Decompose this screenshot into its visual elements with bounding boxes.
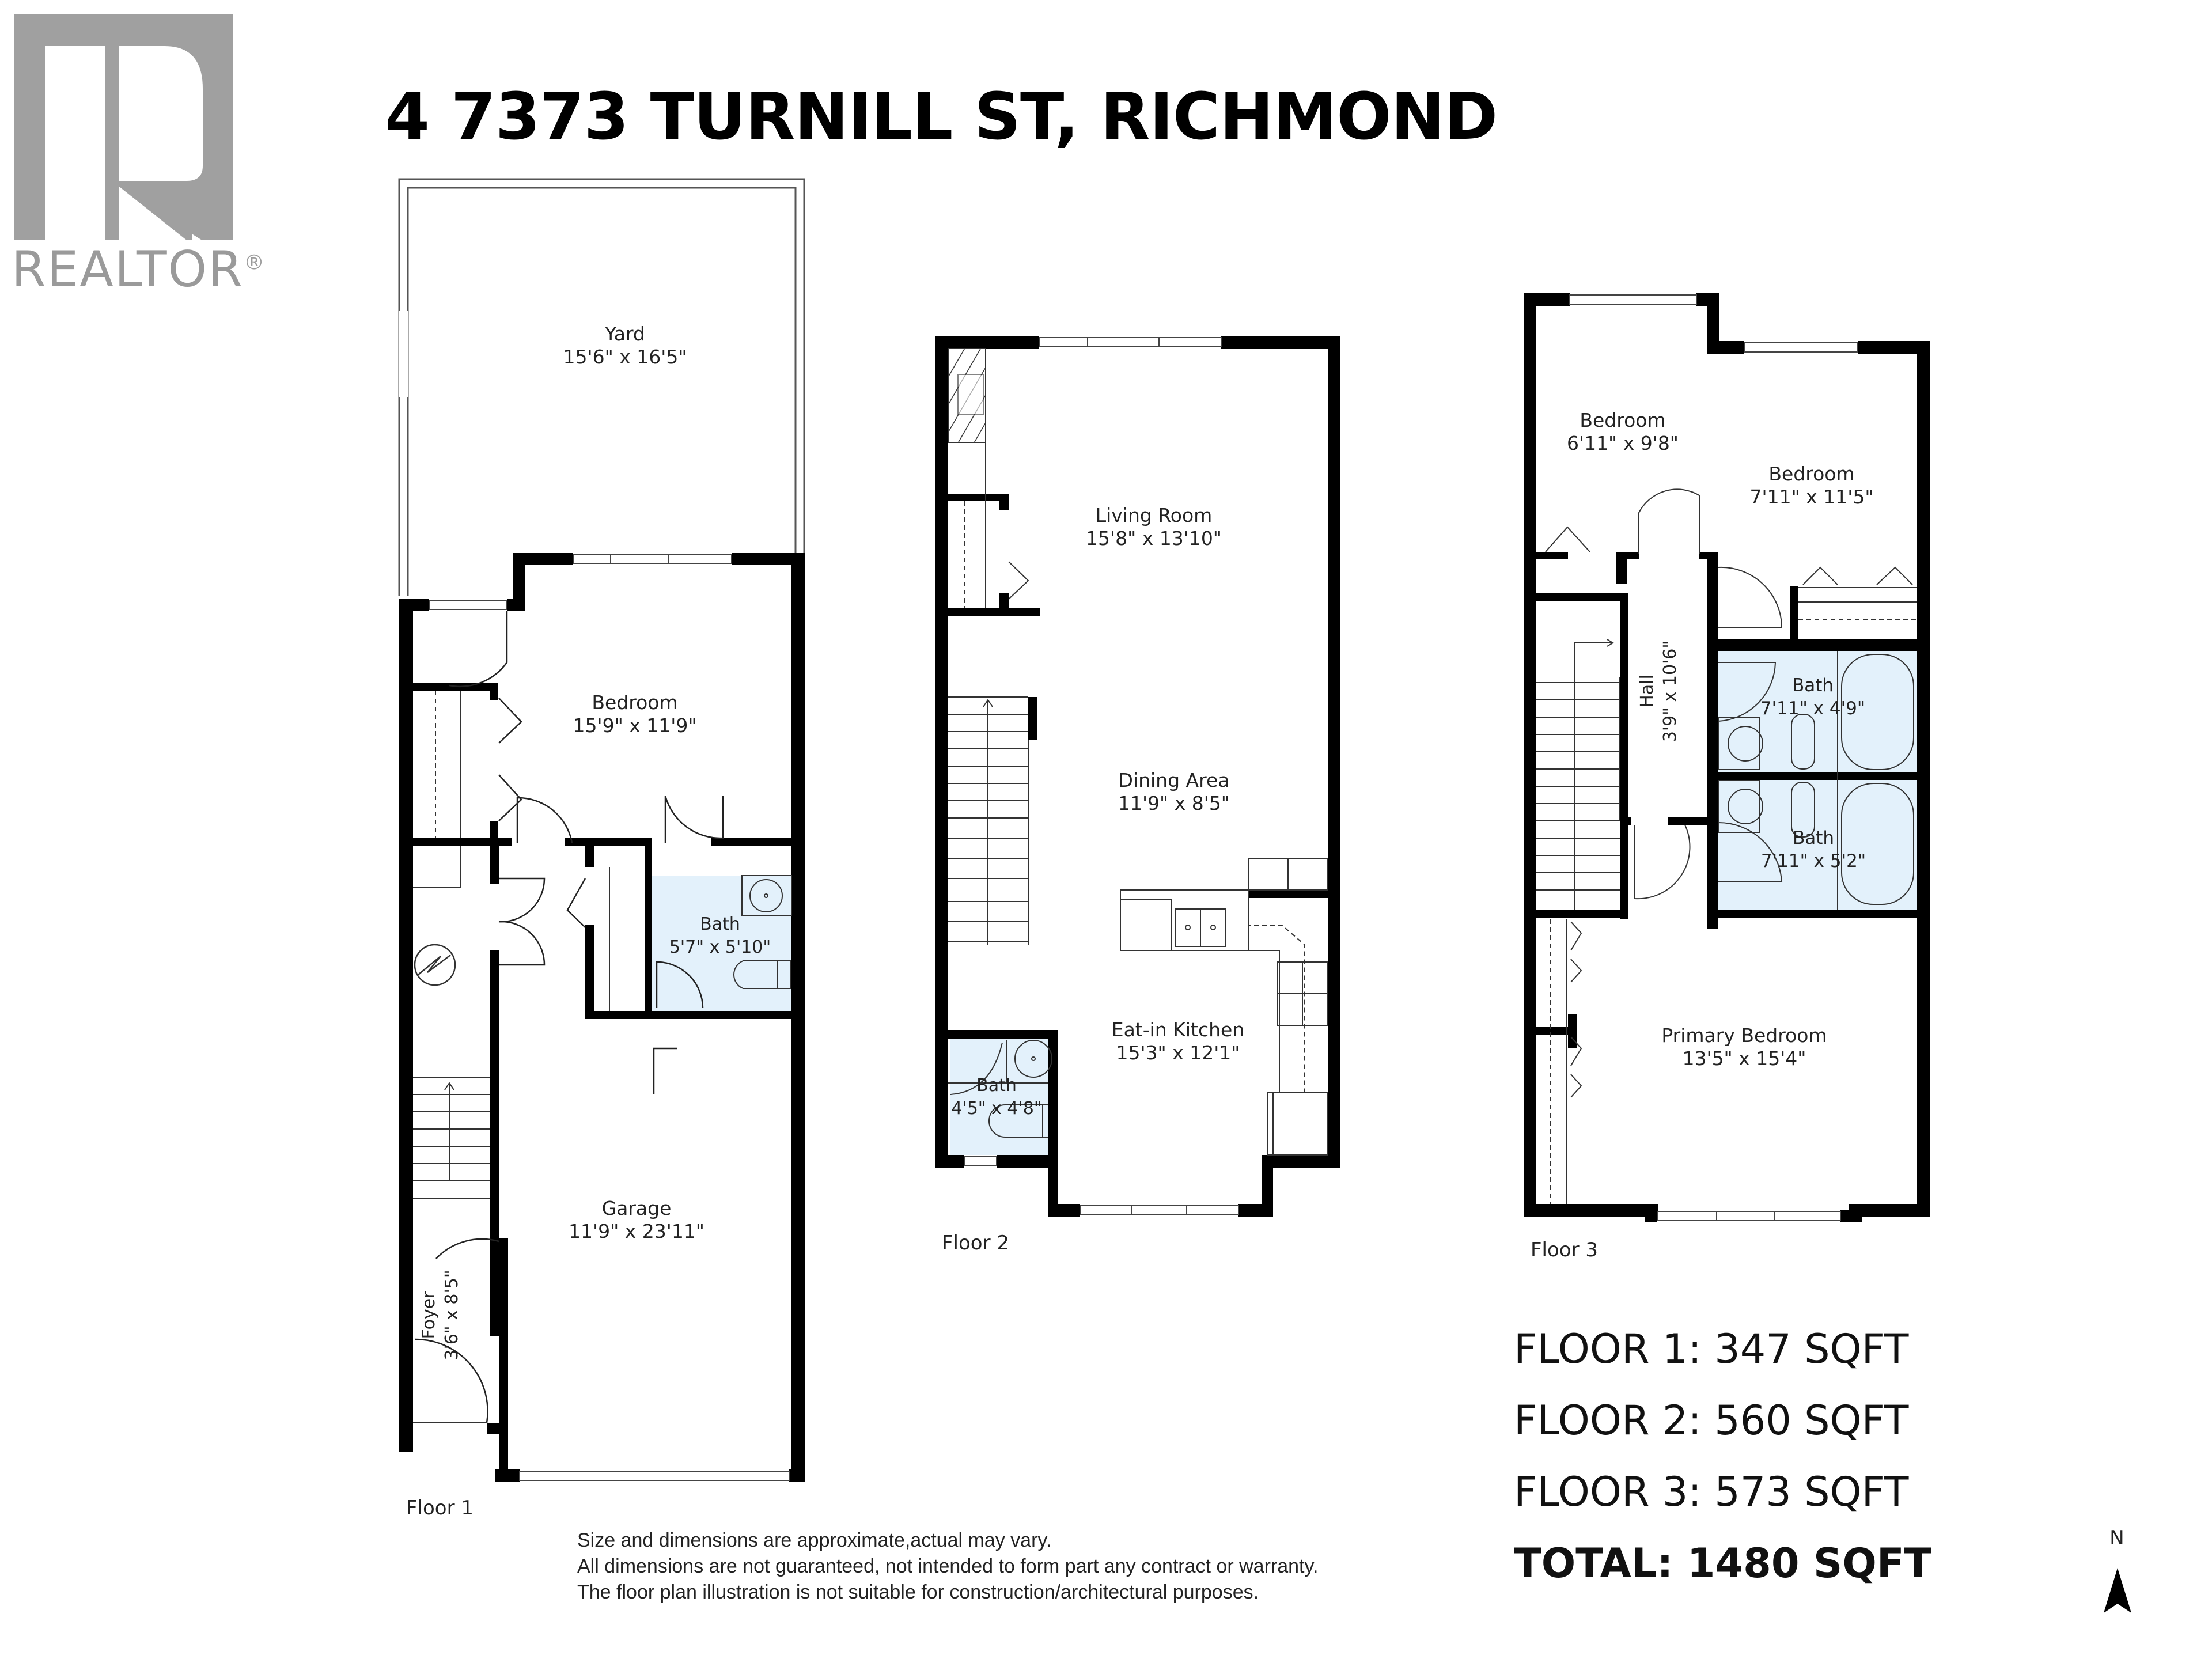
realtor-wordmark: REALTOR® [12,241,266,298]
room-label-bath-floor1: Bath 5'7" x 5'10" [669,913,771,959]
floor3-bath-fixtures [1718,651,1914,910]
area-floor-3: FLOOR 3: 573 SQFT [1514,1468,1909,1516]
floor2-windows [964,337,1239,1215]
sink-icon [749,879,783,912]
toilet-icon [1791,782,1815,838]
room-dims: 6'11" x 9'8" [1567,432,1679,454]
room-label-living-room: Living Room 15'8" x 13'10" [1086,504,1222,550]
room-label-foyer: Foyer 3'6" x 8'5" [418,1270,464,1360]
room-label-eat-in-kitchen: Eat-in Kitchen 15'3" x 12'1" [1112,1018,1245,1065]
compass-north-label: N [2109,1527,2124,1550]
floor2-stairs-icon [948,349,1029,945]
room-name: Primary Bedroom [1661,1024,1827,1047]
room-dims: 4'5" x 4'8" [951,1099,1042,1119]
room-dims: 11'9" x 23'11" [569,1220,704,1243]
floor3-bath-fill [1718,651,1917,915]
room-dims: 7'11" x 4'9" [1760,698,1866,719]
floor2-bath-fixtures [948,1040,1052,1138]
north-arrow-icon [2104,1568,2131,1613]
floor1-windows [429,554,790,1481]
bathtub-icon [1841,654,1914,770]
floor-3-label: Floor 3 [1531,1238,1599,1262]
floor1-stairs-icon [413,691,610,1423]
floor-1-label: Floor 1 [406,1497,474,1520]
toilet-icon [733,960,791,989]
room-label-bath-floor2: Bath 4'5" x 4'8" [951,1074,1041,1120]
room-dims: 13'5" x 15'4" [1682,1047,1806,1070]
realtor-wordmark-text: REALTOR [12,241,244,298]
floor1-bath-fixtures [733,875,792,989]
room-label-yard: Yard 15'6" x 16'5" [563,323,687,369]
room-name: Bedroom [592,691,678,714]
floor1-doors [414,611,724,1423]
sink-icon [1728,726,1763,762]
compass: N [2088,1527,2146,1550]
floor-1-plan [398,178,805,1482]
disclaimer-line: Size and dimensions are approximate,actu… [577,1529,1052,1551]
floor-3-plan [1524,293,1930,1222]
yard-fence [398,178,805,596]
area-floor-2: FLOOR 2: 560 SQFT [1514,1397,1909,1444]
room-label-bath-upper: Bath 7'11" x 4'9" [1760,674,1865,720]
room-label-dining-area: Dining Area 11'9" x 8'5" [1118,769,1230,815]
floor3-stairs-icon [1536,639,1620,910]
room-dims: 3'6" x 8'5" [442,1270,462,1361]
room-label-bedroom-small: Bedroom 6'11" x 9'8" [1567,409,1679,455]
electrical-panel-icon [414,944,456,986]
room-dims: 15'8" x 13'10" [1086,527,1222,550]
floor2-bath-fill [950,1037,1048,1155]
room-dims: 5'7" x 5'10" [669,937,771,957]
room-name: Bedroom [1580,409,1666,431]
sink-icon [1728,789,1763,824]
floor-1-walls [399,553,805,1482]
floor-2-walls [935,336,1340,1217]
room-name: Foyer [419,1291,439,1339]
room-dims: 3'9" x 10'6" [1660,640,1680,743]
floor-3-walls [1524,293,1930,1222]
floor3-doors [1545,488,1917,1204]
realtor-r-logo-icon [14,14,233,240]
disclaimer: Size and dimensions are approximate,actu… [577,1528,1318,1605]
room-label-primary-bedroom: Primary Bedroom 13'5" x 15'4" [1661,1024,1827,1070]
area-total: TOTAL: 1480 SQFT [1514,1540,1932,1587]
room-dims: 15'9" x 11'9" [573,714,697,737]
room-name: Eat-in Kitchen [1111,1018,1245,1041]
room-name: Bath [700,914,740,934]
area-summary: FLOOR 1: 347 SQFT FLOOR 2: 560 SQFT FLOO… [1514,1313,1931,1599]
page-title: 4 7373 TURNILL ST, RICHMOND [385,79,1498,154]
realtor-r-glyph [14,14,233,240]
area-floor-1: FLOOR 1: 347 SQFT [1514,1325,1909,1373]
room-name: Bath [1791,675,1834,696]
room-label-bedroom-floor1: Bedroom 15'9" x 11'9" [573,691,697,737]
floor-2-plan [935,336,1340,1217]
room-name: Living Room [1095,504,1213,527]
room-label-bedroom-medium: Bedroom 7'11" x 11'5" [1750,463,1874,509]
floor3-windows [1569,294,1858,1221]
room-dims: 11'9" x 8'5" [1118,792,1230,815]
disclaimer-line: The floor plan illustration is not suita… [577,1581,1259,1603]
registered-mark: ® [243,251,266,275]
room-name: Garage [601,1197,672,1219]
room-dims: 15'6" x 16'5" [563,346,687,368]
room-name: Yard [605,323,645,345]
room-name: Bath [1792,828,1835,849]
room-name: Hall [1637,675,1657,708]
room-dims: 7'11" x 5'2" [1760,851,1866,872]
toilet-icon [1791,714,1815,770]
room-label-garage: Garage 11'9" x 23'11" [569,1197,704,1243]
room-dims: 7'11" x 11'5" [1749,486,1874,508]
room-label-bath-lower: Bath 7'11" x 5'2" [1761,827,1866,873]
sink-icon [1014,1040,1052,1078]
disclaimer-line: All dimensions are not guaranteed, not i… [577,1555,1319,1577]
room-dims: 15'3" x 12'1" [1116,1041,1240,1064]
room-name: Dining Area [1118,769,1230,791]
bathtub-icon [1841,783,1914,905]
room-name: Bedroom [1768,463,1855,485]
floor-2-label: Floor 2 [942,1232,1010,1255]
kitchen-counters [1120,858,1328,1156]
room-label-hall: Hall 3'9" x 10'6" [1636,641,1682,742]
floor1-bath-fill [650,876,791,1017]
room-name: Bath [976,1075,1017,1096]
